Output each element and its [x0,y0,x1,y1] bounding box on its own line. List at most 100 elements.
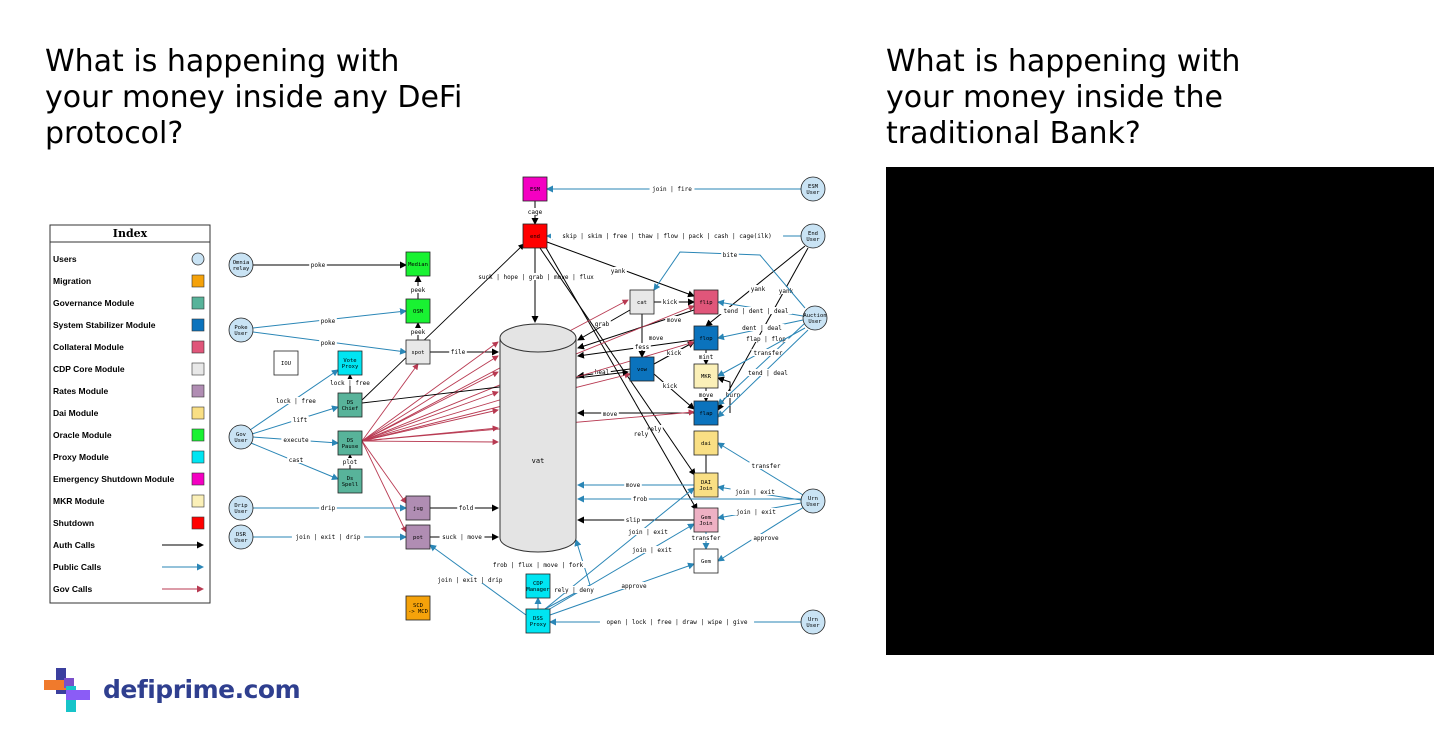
edge-label-bg [624,481,642,488]
edge-label-bg [633,343,651,350]
edge-label-end_vat: suck | hope | grab | move | flux [478,274,594,281]
edge-label-yank_a: yank [751,286,766,293]
edge-label-poke_user_osm: poke [321,318,336,325]
edge-ds-pause-gov-call [361,440,407,533]
edge-label-bg [697,391,715,398]
node-label-vow: vow [637,367,648,373]
legend-item-label: Users [53,254,77,264]
node-label-flop: flop [699,336,712,342]
edge-label-drip: drip [321,505,336,512]
edge-label-lift: lift [293,417,308,424]
node-label-flip: flip [699,300,712,306]
edge-label-bg [550,232,784,239]
edge-label-poke_median: poke [311,262,326,269]
edge-label-transfer_mkr: transfer [754,350,783,357]
legend-item-rates: Rates Module [53,384,205,398]
edge-label-move_flip: move [667,317,682,324]
node-dai: dai [693,430,719,456]
legend-swatch-esm [191,472,205,486]
node-scd-mcd: SCD-> MCD [405,595,431,621]
edge-label-bg [743,335,789,342]
edge-label-bg [593,320,611,327]
edge-label-bg [319,317,337,324]
node-label-spot: spot [411,350,424,356]
edge-label-flap_flop: flap | flop [746,336,786,343]
edge-label-bg [739,324,785,331]
edge-label-bg [341,458,359,465]
edge-label-move_flop: move [649,335,664,342]
legend-swatch-proxy [191,450,205,464]
edge-label-kick_flop: kick [667,350,682,357]
edge-label-poke_user_spot: poke [321,340,336,347]
legend-item-label: Public Calls [53,562,101,572]
edge-label-grab: grab [595,321,610,328]
legend-item-stabilizer: System Stabilizer Module [53,318,205,332]
edge-label-bg [551,586,597,593]
edge-label-bg [619,582,649,589]
edge-label-bg [327,379,373,386]
legend-item-cdpcore: CDP Core Module [53,362,205,376]
edge-label-bg [631,495,649,502]
edge-label-bg [287,456,305,463]
legend-item-label: Shutdown [53,518,94,528]
defiprime-wordmark[interactable]: defiprime.com [103,675,301,704]
node-label-esm: ESM [530,187,541,193]
edge-label-bg [749,462,783,469]
node-label-flap: flap [699,411,712,417]
node-label-iou: IOU [281,361,291,367]
legend-swatch-migration [191,274,205,288]
edge-label-bg [409,328,427,335]
edge-label-move_flap: move [603,411,618,418]
edge-label-yank_b: yank [779,288,794,295]
edge-label-fess: fess [635,344,650,351]
edge-label-bg [291,416,309,423]
edge-ds-pause-gov-call [361,371,499,442]
legend-box [49,224,211,604]
legend-item-collateral: Collateral Module [53,340,205,354]
node-cat: cat [629,289,655,315]
edge-flap-to-mkr [717,376,731,413]
edge-label-move_mkr_flap: move [699,392,714,399]
edge-ds-pause-gov-call [361,299,629,442]
edge-label-bg [593,368,611,375]
node-label-vat: vat [532,457,545,465]
legend-item-label: Rates Module [53,386,109,396]
edge-label-join_exit_proxy_1: join | exit [628,529,668,536]
node-vat: vat [499,323,577,553]
edge-ds-pause-gov-call [361,440,407,504]
legend-swatch-collateral [191,340,205,354]
legend-item-label: Dai Module [53,408,99,418]
edge-label-gov_lock_free: lock | free [276,398,316,405]
edge-label-bg [719,307,793,314]
node-label-dai: dai [701,441,711,447]
legend-swatch-rates [191,384,205,398]
node-spot: spot [405,339,431,365]
legend-item-migration: Migration [53,274,205,288]
legend-item-label: Governance Module [53,298,135,308]
legend-item-label: Collateral Module [53,342,124,352]
edge-label-dent_deal: dent | deal [742,325,782,332]
node-flop: flop [693,325,719,351]
edge-label-bg [730,488,780,495]
node-jug: jug [405,495,431,521]
node-pot: pot [405,524,431,550]
edge-label-yank_end: yank [611,268,626,275]
legend-swatch-stabilizer [191,318,205,332]
edge-label-bg [623,528,673,535]
legend-item-label: Gov Calls [53,584,92,594]
node-label-gem: Gem [701,559,712,565]
edge-label-heal: heal [595,369,610,376]
